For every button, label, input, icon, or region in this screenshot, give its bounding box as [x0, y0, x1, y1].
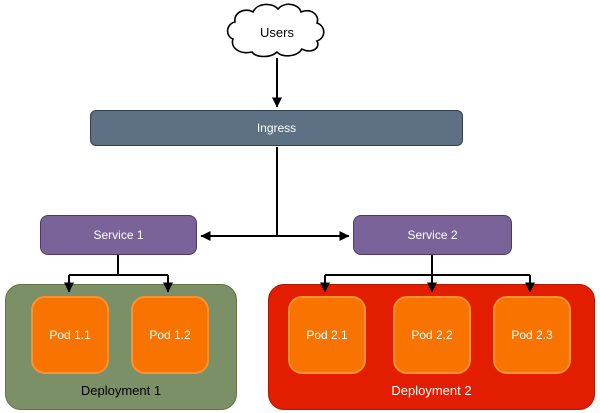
pod-1-1-node: Pod 1.1	[31, 296, 109, 374]
ingress-label: Ingress	[256, 120, 297, 135]
pod-1-1-label: Pod 1.1	[49, 328, 91, 342]
deployment-1-group: Pod 1.1 Pod 1.2 Deployment 1	[5, 284, 237, 410]
ingress-node: Ingress	[90, 110, 463, 146]
deployment-1-label: Deployment 1	[80, 383, 162, 398]
users-cloud-label: Users	[260, 25, 294, 40]
pod-2-1-label: Pod 2.1	[306, 328, 348, 342]
service-1-node: Service 1	[40, 215, 197, 255]
service-2-label: Service 2	[407, 227, 458, 242]
pod-2-3-node: Pod 2.3	[493, 296, 571, 374]
service-1-label: Service 1	[93, 227, 144, 242]
deployment-2-label: Deployment 2	[391, 383, 472, 398]
edge-service1-stem	[69, 255, 168, 276]
pod-1-2-node: Pod 1.2	[131, 296, 209, 374]
pod-2-2-node: Pod 2.2	[393, 296, 471, 374]
edge-service2-stem	[325, 255, 530, 276]
pod-1-2-label: Pod 1.2	[149, 328, 191, 342]
pod-2-1-node: Pod 2.1	[288, 296, 366, 374]
pod-2-2-label: Pod 2.2	[411, 328, 453, 342]
service-2-node: Service 2	[353, 215, 512, 255]
pod-2-3-label: Pod 2.3	[511, 328, 553, 342]
deployment-2-group: Pod 2.1 Pod 2.2 Pod 2.3 Deployment 2	[268, 284, 595, 410]
